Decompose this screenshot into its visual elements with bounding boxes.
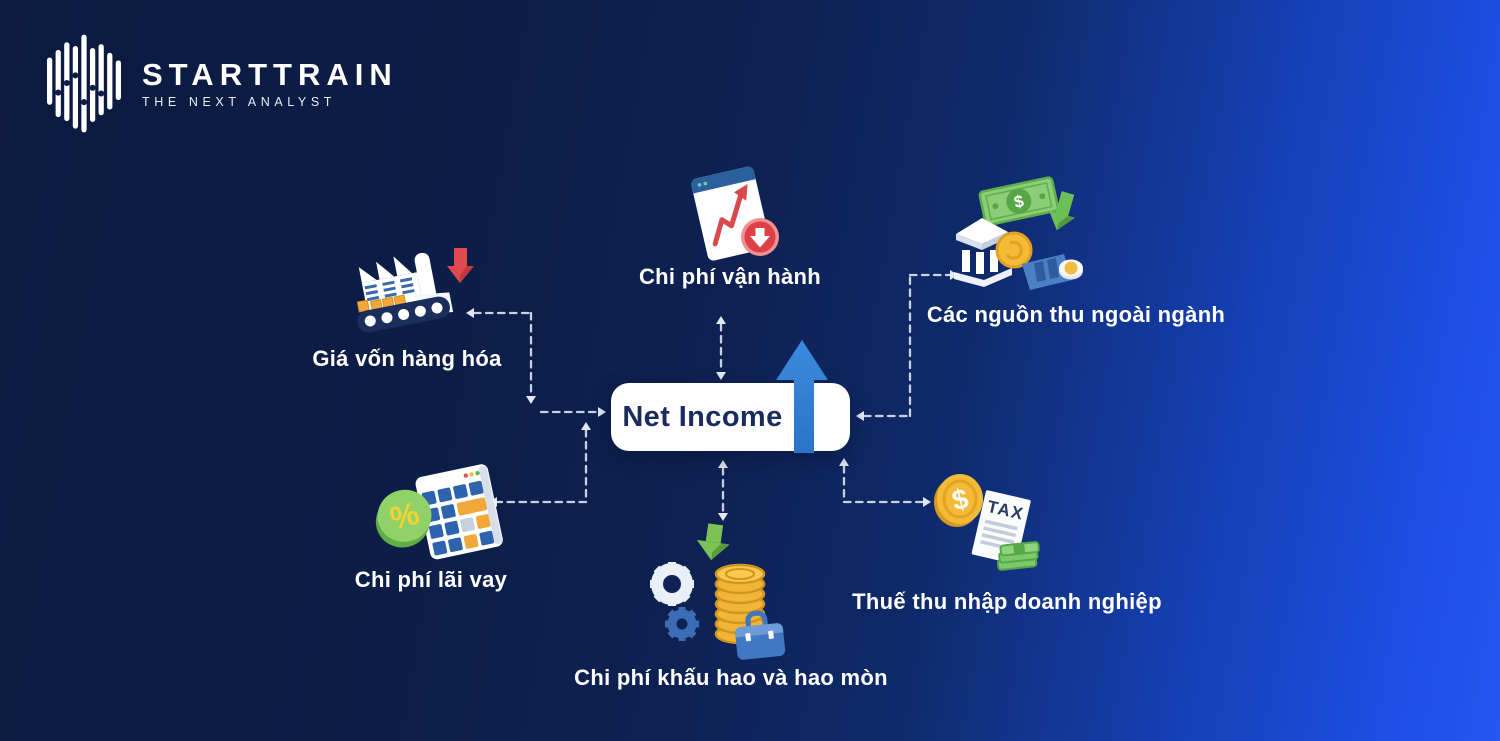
upward-arrow-icon — [776, 340, 828, 453]
svg-text:$: $ — [1012, 191, 1026, 212]
node-label-depreciation: Chi phí khấu hao và hao mòn — [574, 665, 888, 690]
calculator-percent-icon: % — [375, 464, 503, 560]
net-income-label: Net Income — [622, 400, 783, 433]
node-label-cost-of-goods: Giá vốn hàng hóa — [312, 346, 502, 371]
equalizer-logo-icon — [47, 34, 121, 133]
factory-icon — [356, 248, 474, 333]
brand-name: STARTTRAIN — [142, 56, 398, 92]
node-label-operating-costs: Chi phí vận hành — [638, 264, 822, 289]
brand-tagline: THE NEXT ANALYST — [142, 94, 337, 109]
declining-chart-icon — [691, 166, 779, 261]
brand-logo: STARTTRAIN THE NEXT ANALYST — [42, 33, 398, 134]
node-label-corporate-tax: Thuế thu nhập doanh nghiệp — [852, 589, 1162, 614]
node-label-non-operating-revenue: Các nguồn thu ngoài ngành — [926, 302, 1226, 327]
bank-revenue-icon: $ — [954, 176, 1083, 290]
node-label-interest-expense: Chi phí lãi vay — [354, 567, 508, 592]
tax-document-icon: TAX $ — [934, 474, 1040, 571]
gears-coins-icon — [650, 523, 786, 660]
